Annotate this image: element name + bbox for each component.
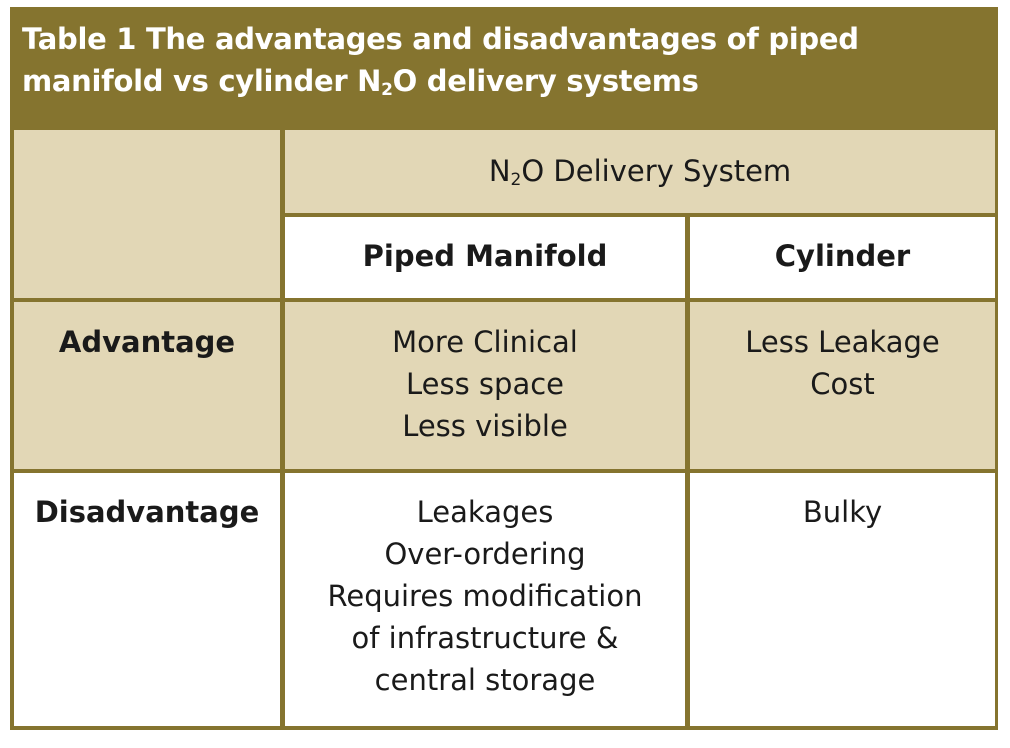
advantage-piped-item: Less visible xyxy=(402,409,568,443)
header-delivery-system: N2O Delivery System xyxy=(285,130,995,213)
advantage-cylinder-item: Less Leakage xyxy=(745,325,940,359)
disadvantage-piped-item: central storage xyxy=(374,663,596,697)
title-subscript: 2 xyxy=(381,80,393,100)
disadvantage-cylinder-item: Bulky xyxy=(802,495,883,529)
disadvantage-cylinder-cell: Bulky xyxy=(690,473,995,726)
title-line-2-pre: manifold vs cylinder N xyxy=(22,64,382,98)
header-cylinder: Cylinder xyxy=(690,217,995,298)
advantage-piped-item: Less space xyxy=(406,367,564,401)
header-corner-cell xyxy=(14,130,280,298)
title-line-2-post: O delivery systems xyxy=(392,64,699,98)
header-system-subscript: 2 xyxy=(510,170,522,190)
disadvantage-piped-item: Requires modification xyxy=(327,579,643,613)
row-label-disadvantage: Disadvantage xyxy=(14,473,280,726)
header-system-post: O Delivery System xyxy=(521,154,792,188)
disadvantage-piped-cell: Leakages Over-ordering Requires modifica… xyxy=(285,473,685,726)
table-title: Table 1 The advantages and disadvantages… xyxy=(22,18,982,102)
advantage-cylinder-item: Cost xyxy=(810,367,875,401)
row-label-advantage: Advantage xyxy=(14,302,280,469)
disadvantage-piped-item: of infrastructure & xyxy=(351,621,619,655)
header-system-pre: N xyxy=(488,154,511,188)
title-line-2: manifold vs cylinder N2O delivery system… xyxy=(22,60,982,102)
disadvantage-piped-item: Over-ordering xyxy=(384,537,586,571)
header-piped-manifold: Piped Manifold xyxy=(285,217,685,298)
advantage-piped-cell: More Clinical Less space Less visible xyxy=(285,302,685,469)
advantage-piped-item: More Clinical xyxy=(392,325,578,359)
disadvantage-piped-item: Leakages xyxy=(416,495,554,529)
title-line-1: Table 1 The advantages and disadvantages… xyxy=(22,22,859,56)
advantage-cylinder-cell: Less Leakage Cost xyxy=(690,302,995,469)
